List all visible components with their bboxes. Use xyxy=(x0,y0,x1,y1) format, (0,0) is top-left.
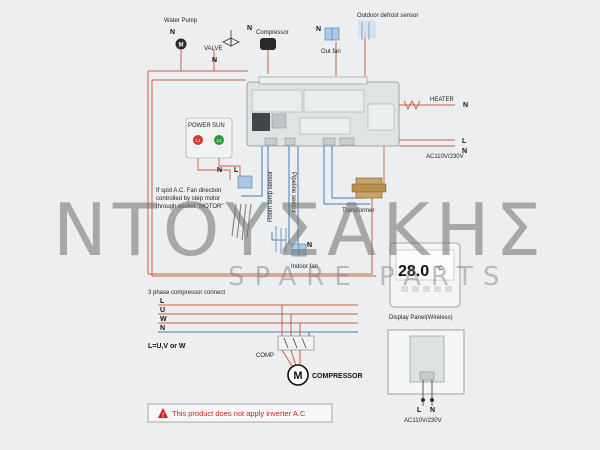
fan-note-line-2: controlled by step motor xyxy=(156,196,220,202)
power-sun-module xyxy=(185,117,233,159)
fan-note-line-1: If spid A.C. Fan direction xyxy=(156,188,221,194)
three-phase-title: 3 phase compressor connect xyxy=(148,290,225,296)
power-label: POWER xyxy=(188,123,211,129)
phase-l-label: L xyxy=(160,298,165,305)
l2-label: L2 xyxy=(216,138,222,143)
indoor-fan xyxy=(291,243,307,257)
out-fan-label: Out fan xyxy=(321,49,341,55)
comp-label: COMP xyxy=(256,353,274,359)
transformer-label: Transformer xyxy=(342,208,374,214)
outer-wiring-loop xyxy=(147,32,376,277)
warning-text: This product does not apply inverter A.C xyxy=(172,409,306,418)
out-fan-n-terminal: N xyxy=(316,26,321,33)
compressor-icon xyxy=(260,38,276,50)
heater-n-terminal: N xyxy=(463,102,468,109)
water-pump-label: Water Pump xyxy=(164,18,198,24)
valve-n-terminal: N xyxy=(212,57,217,64)
svg-text:!: ! xyxy=(162,413,164,419)
blue-wiring xyxy=(241,146,370,246)
display-panel-label: Display Panel(Wireless) xyxy=(389,315,453,321)
defrost-sensor-label: Outdoor defrost sensor xyxy=(357,13,418,19)
display-unit: °C xyxy=(436,266,443,272)
phase-u-label: U xyxy=(160,307,165,314)
indoor-sensor-tubes xyxy=(275,226,287,254)
fan-relay-box xyxy=(237,175,253,189)
back-l-terminal: L xyxy=(417,407,422,414)
back-n-terminal: N xyxy=(430,407,435,414)
back-voltage-label: AC110V/230V xyxy=(404,418,442,424)
display-temperature: 28.0 xyxy=(398,263,429,280)
heater-label: HEATER xyxy=(430,97,455,103)
phase-legend: L=U,V or W xyxy=(148,343,186,350)
three-phase-wiring xyxy=(158,304,358,367)
valve-label: VALVE xyxy=(204,46,222,52)
phase-n-label: N xyxy=(160,325,165,332)
l1-label: L1 xyxy=(195,138,201,143)
compressor-motor: M xyxy=(287,364,309,386)
out-fan xyxy=(324,27,340,41)
fan-note-line-3: through socket "MOTOR" xyxy=(156,204,224,210)
step-motor-louvres xyxy=(231,203,252,241)
water-pump-motor-letter: M xyxy=(179,43,184,49)
control-board xyxy=(246,76,400,147)
transformer xyxy=(351,177,387,199)
power-l-terminal: L xyxy=(234,167,239,174)
outdoor-defrost-sensor-icon xyxy=(358,20,376,40)
sensor-label-1: Pipeline sensor xyxy=(290,172,296,213)
supply-l-terminal: L xyxy=(462,138,467,145)
watermark-main: ΝΤΟΥΣΑΚΗΣ xyxy=(52,188,548,272)
supply-voltage-label: AC110V/230V xyxy=(426,154,464,160)
sensor-label-2: Room temp sensor xyxy=(268,171,274,222)
display-panel xyxy=(389,242,461,308)
sun-label: SUN xyxy=(212,123,225,129)
power-leads xyxy=(197,158,241,180)
water-pump: M xyxy=(175,38,187,50)
compressor-motor-label: COMPRESSOR xyxy=(312,373,363,380)
heater-coil xyxy=(403,99,421,111)
warning-box: ! xyxy=(147,403,333,423)
compressor-motor-letter: M xyxy=(293,370,302,382)
supply-n-terminal: N xyxy=(462,148,467,155)
compressor-top-label: Compressor xyxy=(256,30,289,36)
water-pump-n-terminal: N xyxy=(170,29,175,36)
watermark-sub: SPARE PARTS xyxy=(228,262,510,292)
valve xyxy=(222,30,240,47)
phase-w-label: W xyxy=(160,316,167,323)
power-n-terminal: N xyxy=(217,167,222,174)
comp-contactor xyxy=(277,335,315,351)
indoor-fan-label: Indoor fan xyxy=(291,264,318,270)
display-panel-back xyxy=(387,329,465,406)
compressor-top-n-terminal: N xyxy=(247,25,252,32)
indoor-fan-n-terminal: N xyxy=(307,242,312,249)
